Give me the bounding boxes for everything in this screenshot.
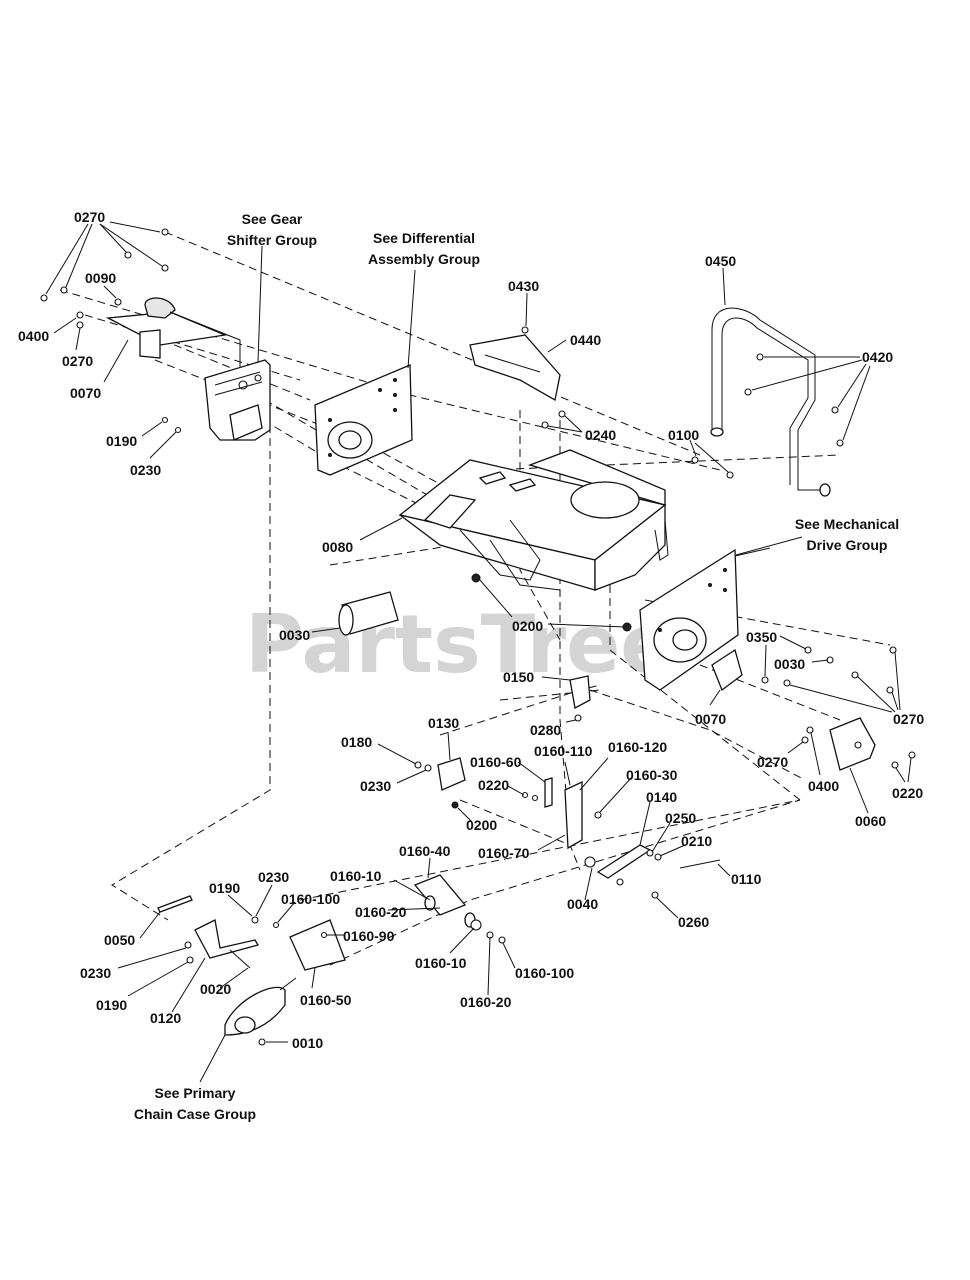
callout-0190: 0190 (209, 880, 240, 896)
left-side-plate (314, 364, 413, 476)
primary-chain-case (224, 977, 297, 1036)
note-primary-chain-case-line1: See Primary (155, 1085, 236, 1101)
callout-0090: 0090 (85, 270, 116, 286)
callout-0230: 0230 (80, 965, 111, 981)
hub-0160-40 (413, 874, 476, 928)
cover-plate (469, 334, 561, 402)
callout-0160-120: 0160-120 (608, 739, 667, 755)
right-side-plate (639, 548, 739, 691)
callout-0220: 0220 (478, 777, 509, 793)
callout-0100: 0100 (668, 427, 699, 443)
watermark: PartsTree (245, 598, 675, 691)
callout-0210: 0210 (681, 833, 712, 849)
note-mechanical-drive-line1: See Mechanical (795, 516, 899, 532)
callout-0070: 0070 (695, 711, 726, 727)
callout-0260: 0260 (678, 914, 709, 930)
callout-0190: 0190 (96, 997, 127, 1013)
callout-0230: 0230 (360, 778, 391, 794)
callout-0050: 0050 (104, 932, 135, 948)
callout-0160-40: 0160-40 (399, 843, 451, 859)
callout-0030: 0030 (279, 627, 310, 643)
callout-0220: 0220 (892, 785, 923, 801)
callout-0160-100: 0160-100 (515, 965, 574, 981)
note-primary-chain-case-line2: Chain Case Group (134, 1106, 256, 1122)
callout-0130: 0130 (428, 715, 459, 731)
callout-0270: 0270 (757, 754, 788, 770)
callout-0190: 0190 (106, 433, 137, 449)
callout-0070: 0070 (70, 385, 101, 401)
callout-0140: 0140 (646, 789, 677, 805)
note-differential-line2: Assembly Group (368, 251, 480, 267)
callout-0110: 0110 (731, 871, 762, 887)
callout-0420: 0420 (862, 349, 893, 365)
gear-shifter-assembly (105, 297, 271, 441)
callout-0080: 0080 (322, 539, 353, 555)
callout-0230: 0230 (130, 462, 161, 478)
callout-0160-50: 0160-50 (300, 992, 352, 1008)
spring (679, 859, 721, 869)
callout-0270: 0270 (74, 209, 105, 225)
callout-0400: 0400 (18, 328, 49, 344)
handle-bar (710, 307, 831, 497)
callout-0160-20: 0160-20 (460, 994, 512, 1010)
callout-0270: 0270 (893, 711, 924, 727)
callout-0440: 0440 (570, 332, 601, 348)
note-gear-shifter-line1: See Gear (242, 211, 303, 227)
callout-0270: 0270 (62, 353, 93, 369)
callout-0250: 0250 (665, 810, 696, 826)
callout-0400: 0400 (808, 778, 839, 794)
bracket-0120 (194, 919, 259, 969)
hardware-fasteners (40, 228, 916, 1046)
bracket-0160-50 (289, 919, 346, 971)
callout-0010: 0010 (292, 1035, 323, 1051)
callout-0030: 0030 (774, 656, 805, 672)
callout-0120: 0120 (150, 1010, 181, 1026)
bracket-0150 (569, 675, 591, 709)
bracket-0070-right (711, 648, 743, 692)
callout-0160-20: 0160-20 (355, 904, 407, 920)
callout-0160-70: 0160-70 (478, 845, 530, 861)
callout-labels: 0270 0090 0400 0270 0070 0190 0230 0430 … (18, 209, 924, 1051)
callout-0020: 0020 (200, 981, 231, 997)
callout-0150: 0150 (503, 669, 534, 685)
callout-0450: 0450 (705, 253, 736, 269)
callout-0230: 0230 (258, 869, 289, 885)
note-gear-shifter-line2: Shifter Group (227, 232, 317, 248)
callout-0160-100: 0160-100 (281, 891, 340, 907)
callout-0040: 0040 (567, 896, 598, 912)
shaft-0050 (157, 895, 193, 913)
bracket-0130 (437, 757, 466, 791)
note-mechanical-drive-line2: Drive Group (807, 537, 888, 553)
lever-arm (584, 844, 652, 879)
callout-0160-110: 0160-110 (534, 743, 593, 759)
group-notes: See Gear Shifter Group See Differential … (134, 211, 899, 1122)
callout-0200: 0200 (466, 817, 497, 833)
note-differential-line1: See Differential (373, 230, 475, 246)
callout-0160-30: 0160-30 (626, 767, 678, 783)
callout-0060: 0060 (855, 813, 886, 829)
callout-0240: 0240 (585, 427, 616, 443)
callout-0430: 0430 (508, 278, 539, 294)
callout-0160-60: 0160-60 (470, 754, 522, 770)
main-frame (398, 449, 669, 591)
callout-0200: 0200 (512, 618, 543, 634)
callout-0280: 0280 (530, 722, 561, 738)
bracket-0060 (829, 717, 876, 771)
callout-0350: 0350 (746, 629, 777, 645)
callout-0160-10: 0160-10 (415, 955, 467, 971)
bracket-0160-120 (544, 777, 583, 850)
callout-0160-10: 0160-10 (330, 868, 382, 884)
callout-0180: 0180 (341, 734, 372, 750)
tube (338, 591, 399, 636)
leader-lines (45, 221, 912, 1083)
callout-0160-90: 0160-90 (343, 928, 395, 944)
